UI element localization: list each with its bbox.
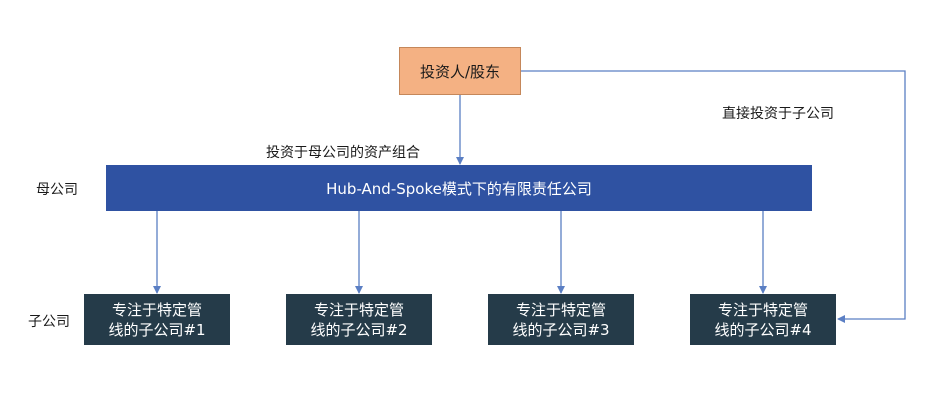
investor-label: 投资人/股东 [419, 62, 501, 81]
subsidiary-2-line2: 线的子公司#2 [310, 320, 408, 339]
subsidiary-box-3: 专注于特定管 线的子公司#3 [488, 294, 634, 345]
direct-investment-label: 直接投资于子公司 [722, 106, 834, 122]
subsidiary-box-4: 专注于特定管 线的子公司#4 [690, 294, 836, 345]
subsidiary-box-2: 专注于特定管 线的子公司#2 [286, 294, 432, 345]
subsidiary-box-1: 专注于特定管 线的子公司#1 [84, 294, 230, 345]
investor-box: 投资人/股东 [399, 47, 521, 95]
subsidiary-4-line1: 专注于特定管 [717, 300, 808, 319]
parent-company-box: Hub-And-Spoke模式下的有限责任公司 [106, 165, 812, 211]
subsidiary-4-line2: 线的子公司#4 [714, 320, 812, 339]
subsidiary-side-label: 子公司 [28, 314, 70, 330]
subsidiary-3-line2: 线的子公司#3 [512, 320, 610, 339]
parent-company-side-label: 母公司 [36, 182, 78, 198]
arrow-investor-to-sub4-direct [521, 70, 906, 323]
parent-company-label: Hub-And-Spoke模式下的有限责任公司 [326, 179, 592, 198]
subsidiary-1-line1: 专注于特定管 [111, 300, 202, 319]
subsidiary-3-line1: 专注于特定管 [515, 300, 606, 319]
subsidiary-1-line2: 线的子公司#1 [108, 320, 206, 339]
invest-in-parent-label: 投资于母公司的资产组合 [266, 145, 420, 161]
subsidiary-2-line1: 专注于特定管 [313, 300, 404, 319]
